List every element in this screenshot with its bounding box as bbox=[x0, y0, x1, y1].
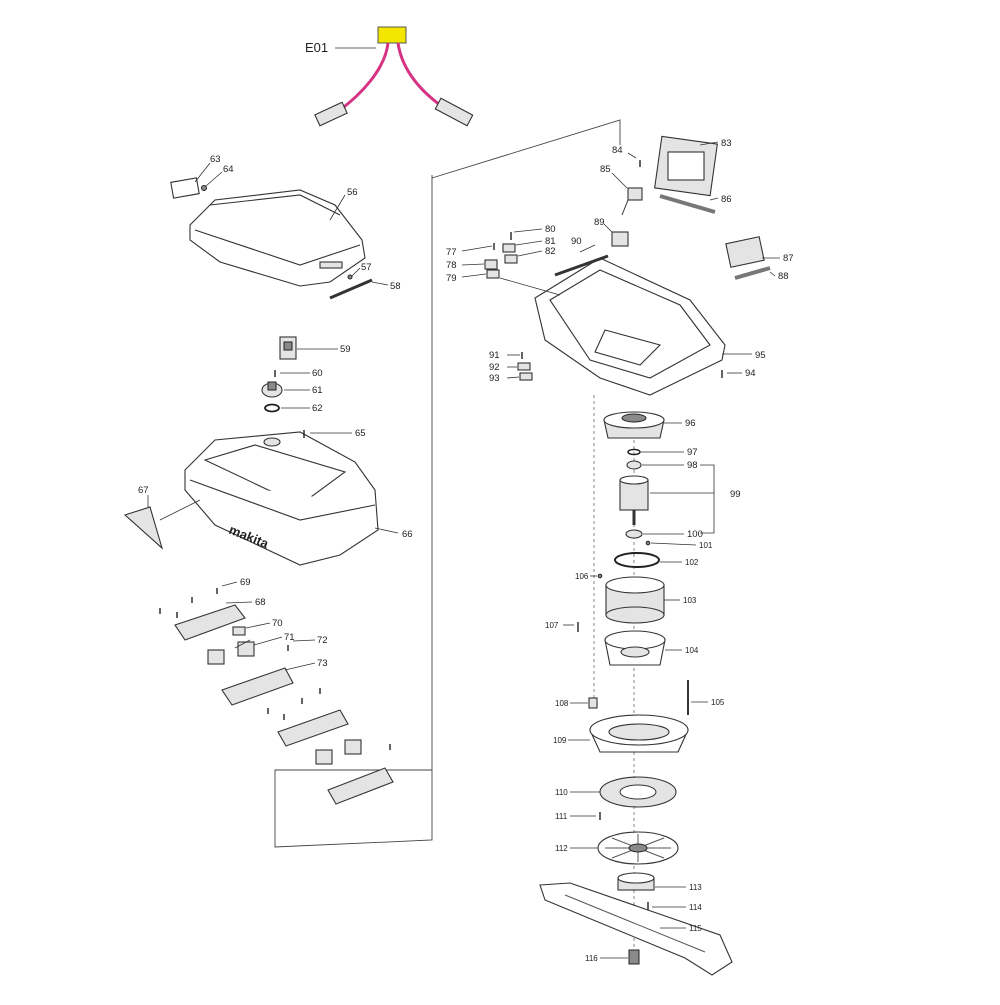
callout-110: 110 bbox=[555, 788, 568, 797]
callout-104: 104 bbox=[685, 646, 699, 655]
part-84-85-89: 84 85 89 bbox=[594, 145, 643, 247]
callout-99: 99 bbox=[730, 489, 741, 500]
callout-62: 62 bbox=[312, 403, 323, 414]
callout-67: 67 bbox=[138, 485, 149, 496]
part-56-cover: 56 bbox=[189, 187, 366, 287]
callout-115: 115 bbox=[689, 924, 702, 933]
part-59-key: 59 bbox=[279, 336, 351, 360]
callout-94: 94 bbox=[745, 368, 756, 379]
part-90-bar: 90 bbox=[554, 236, 609, 277]
callout-71: 71 bbox=[284, 632, 295, 643]
part-68-bracket: 68 69 bbox=[159, 577, 266, 641]
part-112-fan: 112 bbox=[555, 831, 679, 865]
callout-56: 56 bbox=[347, 187, 358, 198]
callout-79: 79 bbox=[446, 273, 457, 284]
callout-88: 88 bbox=[778, 271, 789, 282]
callout-86: 86 bbox=[721, 194, 732, 205]
callout-63: 63 bbox=[210, 154, 221, 165]
part-110-plate: 110 bbox=[555, 776, 677, 808]
callout-95: 95 bbox=[755, 350, 766, 361]
callout-65: 65 bbox=[355, 428, 366, 439]
part-115-blade: 115 bbox=[539, 882, 733, 976]
callout-87: 87 bbox=[783, 253, 794, 264]
part-96-cap: 96 bbox=[603, 411, 696, 439]
callout-60: 60 bbox=[312, 368, 323, 379]
callout-102: 102 bbox=[685, 558, 699, 567]
callout-82: 82 bbox=[545, 246, 556, 257]
callout-72: 72 bbox=[317, 635, 328, 646]
part-106: 106 bbox=[575, 572, 603, 581]
callout-107: 107 bbox=[545, 621, 559, 630]
callout-61: 61 bbox=[312, 385, 323, 396]
part-104-base: 104 bbox=[604, 630, 699, 666]
callout-81: 81 bbox=[545, 236, 556, 247]
callout-83: 83 bbox=[721, 138, 732, 149]
assembly-frame bbox=[274, 175, 433, 848]
callout-89: 89 bbox=[594, 217, 605, 228]
callout-101: 101 bbox=[699, 541, 713, 550]
callout-113: 113 bbox=[689, 883, 702, 892]
part-113-114: 113 114 bbox=[617, 872, 702, 912]
part-63-64: 63 64 bbox=[170, 154, 234, 199]
callout-109: 109 bbox=[553, 736, 567, 745]
callout-98: 98 bbox=[687, 460, 698, 471]
callout-57: 57 bbox=[361, 262, 372, 273]
callout-59: 59 bbox=[340, 344, 351, 355]
callout-66: 66 bbox=[402, 529, 413, 540]
callout-80: 80 bbox=[545, 224, 556, 235]
callout-103: 103 bbox=[683, 596, 697, 605]
callout-111: 111 bbox=[555, 812, 568, 821]
callout-84: 84 bbox=[612, 145, 623, 156]
callout-93: 93 bbox=[489, 373, 500, 384]
callout-114: 114 bbox=[689, 903, 702, 912]
callout-108: 108 bbox=[555, 699, 569, 708]
callout-116: 116 bbox=[585, 954, 598, 963]
part-60-61-62: 60 61 62 bbox=[261, 368, 323, 414]
label-e01: E01 bbox=[305, 40, 328, 55]
part-116-bolt: 116 bbox=[585, 949, 640, 965]
part-77-82: 77 78 79 80 81 82 bbox=[446, 224, 561, 296]
callout-78: 78 bbox=[446, 260, 457, 271]
part-73-bracket: 73 bbox=[221, 658, 394, 805]
callout-91: 91 bbox=[489, 350, 500, 361]
callout-112: 112 bbox=[555, 844, 568, 853]
callout-68: 68 bbox=[255, 597, 266, 608]
part-105-107: 105 107 bbox=[545, 621, 725, 715]
callout-73: 73 bbox=[317, 658, 328, 669]
callout-77: 77 bbox=[446, 247, 457, 258]
part-83-board: 83 86 bbox=[654, 135, 732, 214]
wire-harness-e01: E01 bbox=[305, 26, 474, 127]
callout-100: 100 bbox=[687, 529, 703, 540]
part-103-stator: 103 bbox=[605, 576, 697, 624]
part-99-rotor: 99 bbox=[619, 464, 741, 534]
part-70-71: 70 71 72 bbox=[207, 618, 328, 665]
part-108: 108 bbox=[555, 697, 598, 709]
part-111: 111 bbox=[555, 812, 601, 821]
part-109-housing: 109 bbox=[553, 714, 689, 753]
part-95-chassis: 95 94 bbox=[534, 257, 766, 396]
assembly-frame-top bbox=[431, 119, 621, 179]
callout-97: 97 bbox=[687, 447, 698, 458]
callout-58: 58 bbox=[390, 281, 401, 292]
callout-106: 106 bbox=[575, 572, 589, 581]
callout-69: 69 bbox=[240, 577, 251, 588]
part-97-98: 97 98 bbox=[626, 447, 698, 471]
callout-96: 96 bbox=[685, 418, 696, 429]
callout-105: 105 bbox=[711, 698, 725, 707]
part-87-88: 87 88 bbox=[725, 236, 794, 282]
part-102-ring: 102 bbox=[614, 552, 699, 568]
part-67: 67 bbox=[123, 485, 201, 550]
part-91-93: 91 92 93 bbox=[489, 350, 533, 384]
callout-90: 90 bbox=[571, 236, 582, 247]
callout-85: 85 bbox=[600, 164, 611, 175]
part-57-58: 57 58 bbox=[329, 262, 401, 300]
callout-64: 64 bbox=[223, 164, 234, 175]
part-66-housing: makita 66 65 bbox=[184, 428, 413, 566]
callout-70: 70 bbox=[272, 618, 283, 629]
callout-92: 92 bbox=[489, 362, 500, 373]
part-100-101: 100 101 bbox=[625, 529, 713, 550]
